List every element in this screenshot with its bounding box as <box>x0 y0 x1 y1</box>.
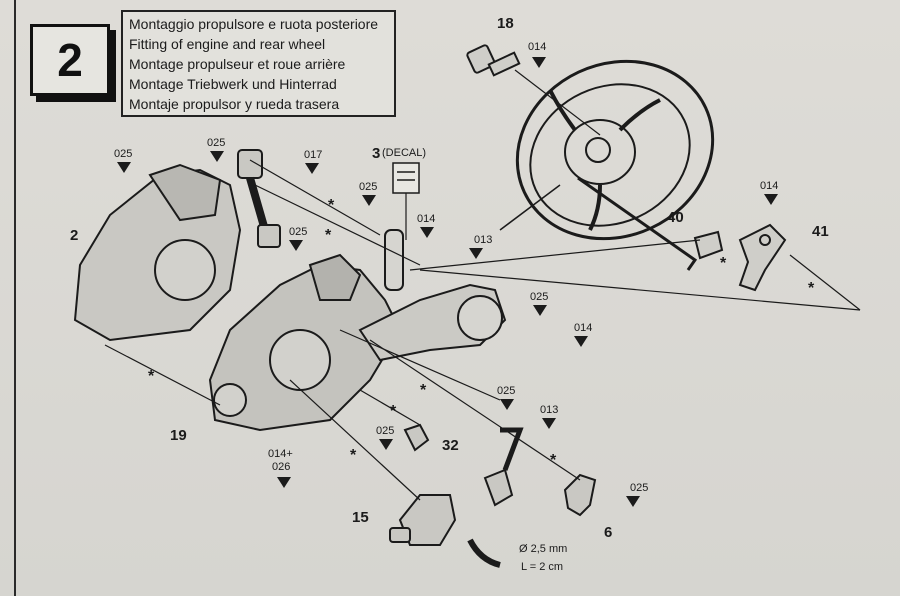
step-number-box: 2 <box>30 24 110 96</box>
paint-code-label: 025 <box>289 226 307 238</box>
svg-text:*: * <box>148 368 155 385</box>
title-box: Montaggio propulsore e ruota posteriore … <box>121 10 396 117</box>
binding-margin-line <box>14 0 16 596</box>
part-number-label: 3 <box>372 145 380 162</box>
leader-asterisks: * * * * * * * * * <box>148 197 815 469</box>
title-italian: Montaggio propulsore e ruota posteriore <box>129 16 379 32</box>
paint-code-label: 025 <box>207 137 225 149</box>
paint-code-label: 025 <box>530 291 548 303</box>
part-number-label: 41 <box>812 223 829 240</box>
rear-wheel <box>499 59 715 271</box>
part-number-label: 40 <box>667 209 684 226</box>
svg-text:*: * <box>420 382 427 399</box>
svg-text:*: * <box>350 447 357 464</box>
leader-lines <box>104 159 861 501</box>
paint-code-label: 025 <box>114 148 132 160</box>
paint-code-label: 014 <box>760 180 778 192</box>
bracket-part-32 <box>403 423 430 452</box>
svg-text:*: * <box>390 403 397 420</box>
cover-part-6 <box>563 473 597 517</box>
title-french: Montage propulseur et roue arrière <box>129 56 346 72</box>
paint-mix-label: 014+ <box>268 448 293 460</box>
shock-absorber <box>237 149 281 248</box>
tube-length-spec: L = 2 cm <box>521 561 563 573</box>
title-spanish: Montaje propulsor y rueda trasera <box>129 96 340 112</box>
paint-code-label: 014 <box>528 41 546 53</box>
paint-code-label: 013 <box>474 234 492 246</box>
svg-text:*: * <box>325 227 332 244</box>
transmission-arm <box>358 229 507 362</box>
carburettor-part-15 <box>389 494 501 568</box>
svg-text:*: * <box>550 452 557 469</box>
paint-code-label: 014 <box>574 322 592 334</box>
paint-code-label: 017 <box>304 149 322 161</box>
decal-label: (DECAL) <box>382 147 426 159</box>
paint-mix-label: 026 <box>272 461 290 473</box>
paint-markers <box>117 57 778 507</box>
paint-code-label: 025 <box>376 425 394 437</box>
paint-code-label: 014 <box>417 213 435 225</box>
parts-40-41-brackets <box>693 223 787 292</box>
step-number: 2 <box>57 34 83 86</box>
part-number-label: 32 <box>442 437 459 454</box>
part-number-label: 6 <box>604 524 612 541</box>
engine-housing-part-2 <box>73 163 242 342</box>
filter-part-013 <box>483 427 524 507</box>
title-english: Fitting of engine and rear wheel <box>129 36 326 52</box>
part-18-axle-bolt <box>466 44 601 136</box>
part-number-label: 2 <box>70 227 78 244</box>
decal-part-3 <box>392 162 420 240</box>
engine-main-part-19 <box>208 253 402 432</box>
svg-text:*: * <box>720 255 727 272</box>
part-number-label: 15 <box>352 509 369 526</box>
paint-code-label: 025 <box>630 482 648 494</box>
part-number-label: 19 <box>170 427 187 444</box>
paint-code-label: 013 <box>540 404 558 416</box>
paint-code-label: 025 <box>359 181 377 193</box>
tube-diameter-spec: Ø 2,5 mm <box>519 543 567 555</box>
paint-code-label: 025 <box>497 385 515 397</box>
title-german: Montage Triebwerk und Hinterrad <box>129 76 337 92</box>
svg-text:*: * <box>328 197 335 214</box>
svg-text:*: * <box>808 280 815 297</box>
part-number-label: 18 <box>497 15 514 32</box>
